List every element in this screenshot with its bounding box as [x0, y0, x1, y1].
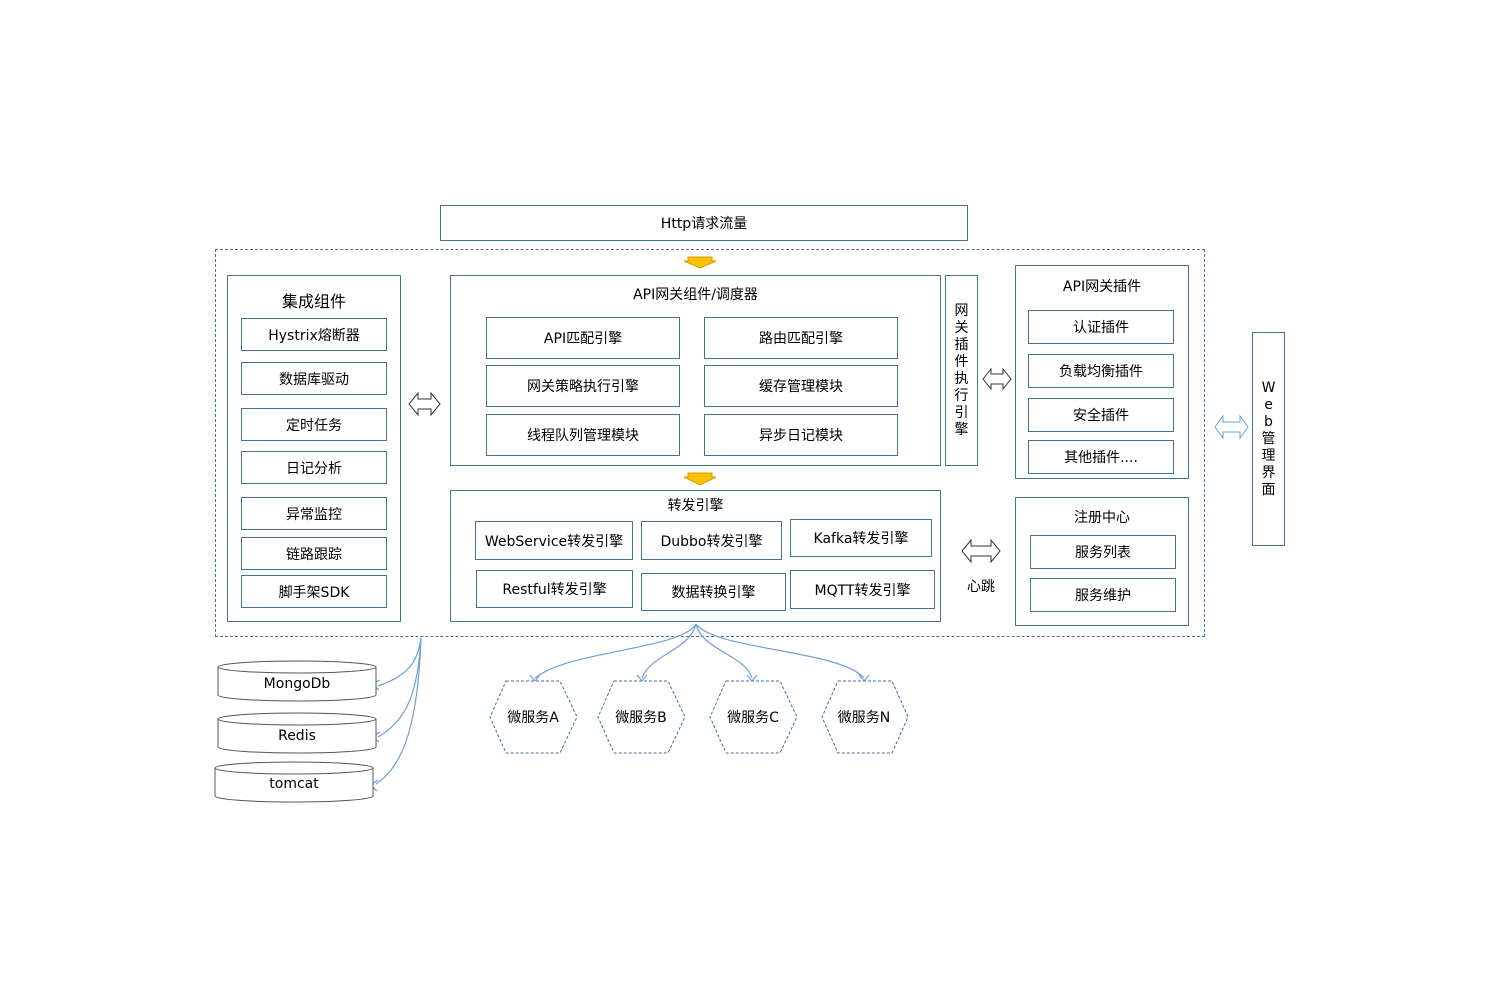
- registry-title: 注册中心: [1074, 510, 1130, 526]
- plugin-engine-label: 网关插件执行引擎: [954, 302, 969, 438]
- forward-item: 数据转换引擎: [641, 573, 786, 611]
- microservice-label: 微服务B: [615, 710, 667, 726]
- forward-item: Dubbo转发引擎: [641, 521, 782, 560]
- db-connector-arrowhead: [371, 679, 381, 691]
- gateway-item: 路由匹配引擎: [704, 317, 898, 359]
- forward-item: Restful转发引擎: [476, 570, 633, 608]
- database-label: tomcat: [269, 776, 319, 792]
- http-request-label: Http请求流量: [660, 216, 748, 232]
- database-cylinder: tomcat: [214, 761, 374, 803]
- microservice-hexagon: 微服务C: [709, 680, 798, 754]
- registry-item: 服务列表: [1030, 535, 1176, 569]
- integration-item: Hystrix熔断器: [241, 318, 387, 351]
- forward-item: MQTT转发引擎: [790, 570, 935, 609]
- gateway-item: 网关策略执行引擎: [486, 365, 680, 407]
- forward-title: 转发引擎: [667, 498, 724, 514]
- microservice-hexagon: 微服务A: [489, 680, 578, 754]
- microservice-label: 微服务A: [507, 710, 559, 726]
- forward-item: Kafka转发引擎: [790, 519, 932, 557]
- plugin-engine-box: 网关插件执行引擎: [945, 275, 978, 466]
- http-request-box: Http请求流量: [440, 205, 968, 241]
- plugin-item: 认证插件: [1028, 310, 1174, 344]
- database-label: MongoDb: [264, 676, 331, 692]
- db-connector: [375, 637, 422, 785]
- db-connector-arrowhead: [369, 779, 379, 792]
- database-cylinder: Redis: [217, 712, 377, 754]
- plugins-title: API网关插件: [1062, 279, 1142, 295]
- service-connector-arrowhead: [529, 674, 541, 682]
- integration-item: 数据库驱动: [241, 362, 387, 395]
- plugin-item: 负载均衡插件: [1028, 354, 1174, 388]
- db-connector: [377, 637, 422, 738]
- heartbeat-label: 心跳: [967, 579, 995, 595]
- service-connector-arrowhead: [636, 674, 648, 682]
- gateway-item: 缓存管理模块: [704, 365, 898, 407]
- gateway-item: 线程队列管理模块: [486, 414, 680, 456]
- microservice-label: 微服务C: [727, 710, 779, 726]
- database-cylinder: MongoDb: [217, 660, 377, 702]
- plugin-item: 其他插件....: [1028, 440, 1174, 474]
- integration-item: 链路跟踪: [241, 537, 387, 570]
- microservice-hexagon: 微服务B: [597, 680, 686, 754]
- service-connector-arrowhead: [858, 674, 870, 682]
- forward-item: WebService转发引擎: [475, 521, 633, 560]
- service-connector-arrowhead: [746, 674, 758, 682]
- integration-item: 日记分析: [241, 451, 387, 484]
- integration-title: 集成组件: [281, 292, 346, 311]
- database-label: Redis: [278, 728, 316, 744]
- bidirectional-arrow: [1214, 414, 1249, 440]
- registry-item: 服务维护: [1030, 578, 1176, 612]
- gateway-item: API匹配引擎: [486, 317, 680, 359]
- db-connector: [377, 637, 422, 687]
- integration-item: 异常监控: [241, 497, 387, 530]
- gateway-title: API网关组件/调度器: [633, 287, 758, 303]
- db-connector-arrowhead: [371, 731, 381, 743]
- integration-item: 脚手架SDK: [241, 575, 387, 608]
- microservice-hexagon: 微服务N: [821, 680, 909, 754]
- microservice-label: 微服务N: [838, 710, 890, 726]
- plugin-item: 安全插件: [1028, 398, 1174, 432]
- integration-item: 定时任务: [241, 408, 387, 441]
- gateway-item: 异步日记模块: [704, 414, 898, 456]
